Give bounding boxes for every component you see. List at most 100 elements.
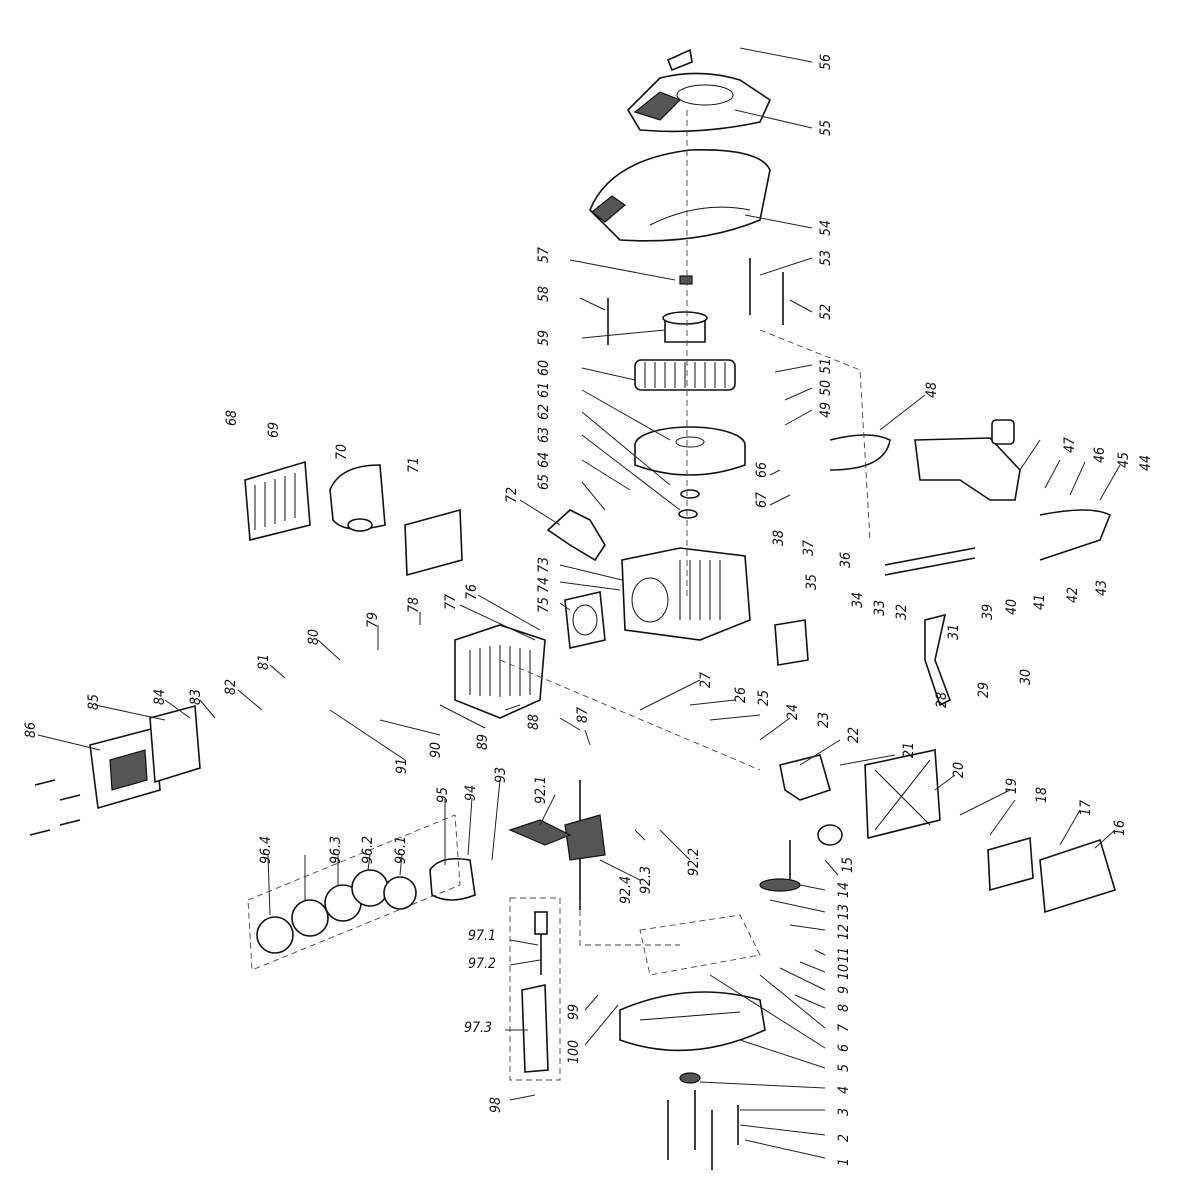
part-label-29: 29 — [976, 682, 992, 698]
part-label-23: 23 — [816, 712, 832, 728]
part-label-22: 22 — [846, 727, 862, 743]
part-label-32: 32 — [894, 604, 910, 620]
part-label-74: 74 — [536, 577, 552, 593]
part-label-43: 43 — [1094, 580, 1110, 596]
part-label-92-2: 92.2 — [686, 848, 702, 876]
part-label-90: 90 — [428, 742, 444, 758]
part-label-91: 91 — [394, 758, 410, 774]
part-label-56: 56 — [818, 54, 834, 70]
part-label-47: 47 — [1062, 437, 1078, 453]
part-label-4: 4 — [836, 1086, 852, 1094]
part-label-85: 85 — [86, 694, 102, 710]
part-label-92-3: 92.3 — [638, 866, 654, 894]
part-label-96-3: 96.3 — [328, 836, 344, 864]
part-label-87: 87 — [575, 707, 591, 723]
part-label-96-2: 96.2 — [360, 836, 376, 864]
part-label-27: 27 — [698, 672, 714, 688]
part-label-35: 35 — [804, 574, 820, 590]
part-label-15: 15 — [840, 857, 856, 873]
part-label-30: 30 — [1018, 669, 1034, 685]
part-label-69: 69 — [266, 422, 282, 438]
part-label-49: 49 — [818, 402, 834, 418]
part-label-89: 89 — [475, 734, 491, 750]
part-label-16: 16 — [1112, 820, 1128, 836]
part-label-34: 34 — [850, 592, 866, 608]
part-label-21: 21 — [901, 742, 917, 758]
part-label-73: 73 — [536, 557, 552, 573]
part-label-59: 59 — [536, 330, 552, 346]
part-label-92-4: 92.4 — [618, 876, 634, 904]
part-label-84: 84 — [152, 689, 168, 705]
part-label-97-2: 97.2 — [468, 956, 496, 972]
part-label-61: 61 — [536, 382, 552, 398]
part-label-71: 71 — [406, 457, 422, 473]
part-label-46: 46 — [1092, 447, 1108, 463]
part-label-54: 54 — [818, 220, 834, 236]
part-label-92-1: 92.1 — [533, 776, 549, 804]
part-label-25: 25 — [756, 690, 772, 706]
part-label-76: 76 — [464, 584, 480, 600]
part-label-57: 57 — [536, 247, 552, 263]
part-label-83: 83 — [188, 689, 204, 705]
part-drawings — [29, 48, 1116, 1170]
part-label-97-3: 97.3 — [464, 1020, 492, 1036]
part-label-86: 86 — [23, 722, 39, 738]
part-label-11: 11 — [836, 947, 852, 963]
part-label-51: 51 — [818, 358, 834, 374]
part-number-labels: 1234567891011121314151617181920212223242… — [23, 54, 1154, 1166]
part-label-44: 44 — [1138, 455, 1154, 471]
part-label-20: 20 — [951, 762, 967, 778]
part-label-79: 79 — [365, 612, 381, 628]
part-label-64: 64 — [536, 452, 552, 468]
part-label-24: 24 — [785, 704, 801, 720]
part-label-33: 33 — [872, 600, 888, 616]
part-label-1: 1 — [836, 1158, 852, 1166]
part-label-96-1: 96.1 — [393, 836, 409, 864]
part-label-42: 42 — [1065, 587, 1081, 603]
part-label-17: 17 — [1078, 800, 1094, 816]
part-label-81: 81 — [256, 654, 272, 670]
leader-lines — [37, 47, 1121, 1159]
part-label-60: 60 — [536, 360, 552, 376]
part-label-77: 77 — [443, 594, 459, 610]
part-label-66: 66 — [754, 462, 770, 478]
part-label-13: 13 — [836, 904, 852, 920]
part-label-3: 3 — [836, 1108, 852, 1116]
part-label-55: 55 — [818, 120, 834, 136]
part-label-28: 28 — [934, 692, 950, 708]
part-label-65: 65 — [536, 474, 552, 490]
part-label-53: 53 — [818, 250, 834, 266]
part-label-98: 98 — [488, 1097, 504, 1113]
part-label-63: 63 — [536, 427, 552, 443]
part-label-48: 48 — [924, 382, 940, 398]
part-label-72: 72 — [504, 487, 520, 503]
part-label-52: 52 — [818, 304, 834, 320]
part-label-80: 80 — [306, 629, 322, 645]
part-label-7: 7 — [836, 1024, 852, 1032]
part-label-78: 78 — [406, 597, 422, 613]
part-label-97-1: 97.1 — [468, 928, 496, 944]
part-label-12: 12 — [836, 924, 852, 940]
part-label-99: 99 — [566, 1004, 582, 1020]
part-label-100: 100 — [566, 1040, 582, 1064]
part-label-36: 36 — [838, 552, 854, 568]
part-label-41: 41 — [1032, 594, 1048, 610]
part-label-26: 26 — [733, 687, 749, 703]
part-label-70: 70 — [334, 444, 350, 460]
part-label-14: 14 — [836, 882, 852, 898]
part-label-75: 75 — [536, 597, 552, 613]
part-label-94: 94 — [463, 785, 479, 801]
part-label-93: 93 — [493, 767, 509, 783]
part-label-62: 62 — [536, 404, 552, 420]
part-label-6: 6 — [836, 1044, 852, 1052]
part-label-31: 31 — [946, 624, 962, 640]
part-label-9: 9 — [836, 986, 852, 994]
part-label-40: 40 — [1004, 599, 1020, 615]
part-label-96-4: 96.4 — [258, 836, 274, 864]
part-label-45: 45 — [1116, 452, 1132, 468]
part-label-38: 38 — [771, 530, 787, 546]
part-label-88: 88 — [526, 714, 542, 730]
part-label-2: 2 — [836, 1134, 852, 1142]
